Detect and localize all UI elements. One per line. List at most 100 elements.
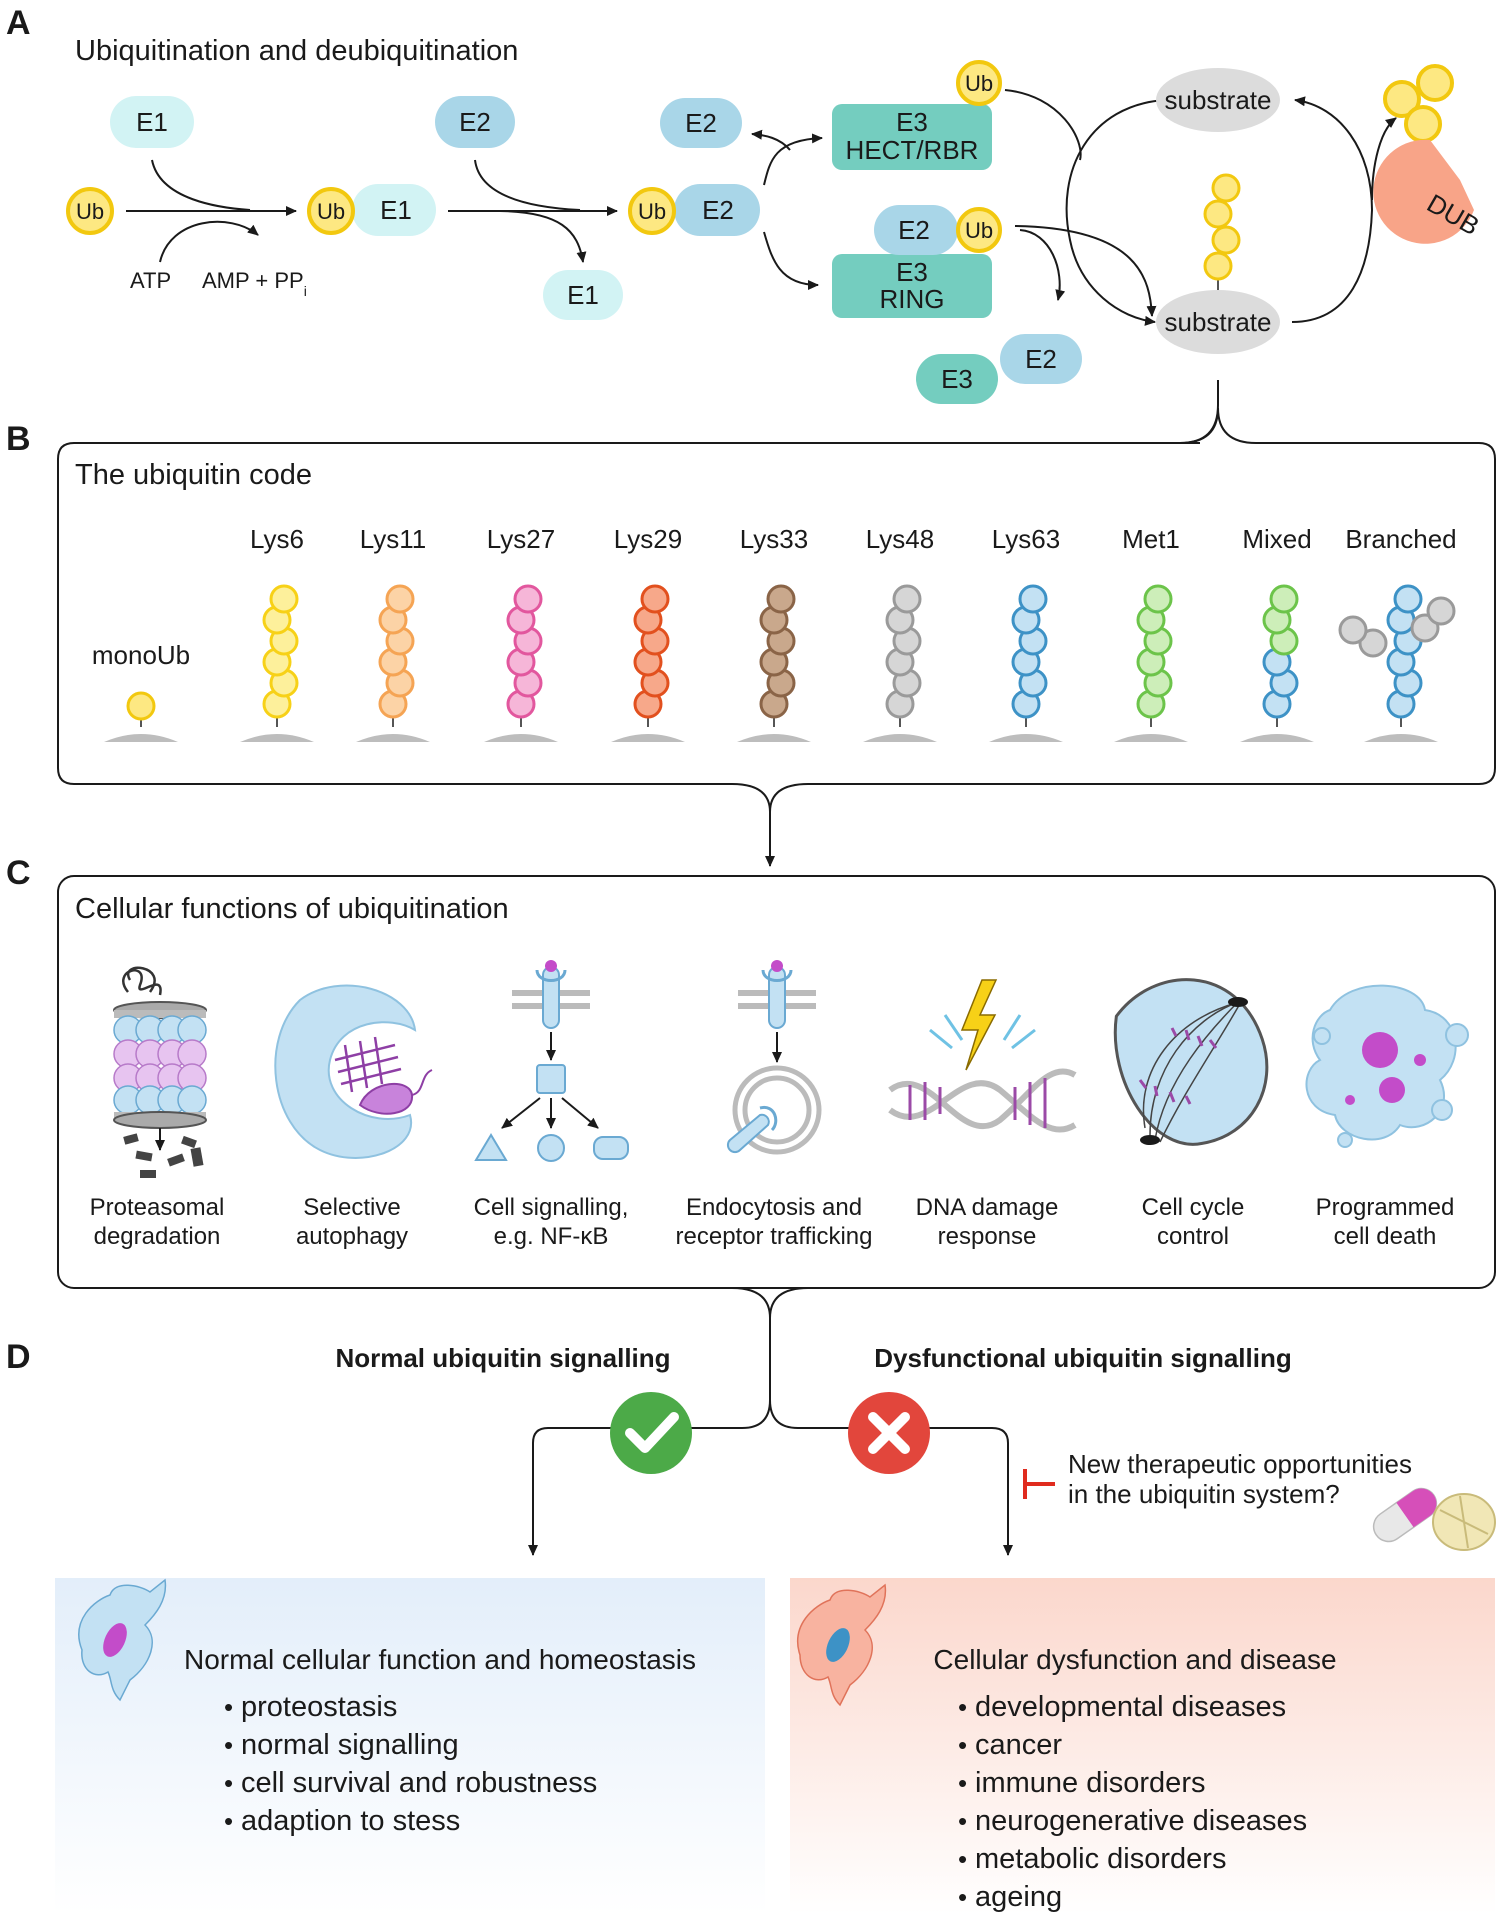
dysfunctional-signalling-title: Dysfunctional ubiquitin signalling [874,1343,1291,1373]
chain-label-0: Lys6 [250,524,304,554]
function-caption-0-line2: degradation [94,1223,221,1250]
list-item: cancer [975,1729,1062,1761]
svg-text:substrate: substrate [1165,307,1272,337]
ub-chain-8 [1240,584,1314,742]
panel-c-box [57,875,1496,1289]
bullet: • [958,1730,967,1760]
normal-signalling-title: Normal ubiquitin signalling [335,1343,670,1373]
normal-function-box [55,1578,765,1914]
ub-e1-complex: E1 Ub [307,184,436,236]
function-caption-4-line2: response [938,1223,1037,1250]
e3-ring-complex: E3 RING E2 Ub [832,205,1002,318]
ubiquitin-chains [240,584,1456,742]
list-item: adaption to stess [241,1805,460,1837]
ub-chain-1 [356,584,430,742]
chain-label-4: Lys33 [740,524,808,554]
check-icon [610,1392,692,1474]
panel-b-letter: B [6,420,31,458]
arrow-to-free-ub [1371,117,1397,201]
bullet: • [958,1692,967,1722]
svg-text:E1: E1 [380,195,412,225]
cell-death-icon [1305,984,1469,1148]
e2-enzyme-top: E2 [435,96,515,148]
ub-chain-7 [1114,584,1188,742]
panel-a-title: Ubiquitination and deubiquitination [75,35,518,67]
arrow-e2-release-top [751,129,791,151]
list-item: ageing [975,1881,1062,1913]
svg-text:E2: E2 [685,108,717,138]
ub-chain-6 [989,584,1063,742]
ub-chain-2 [484,584,558,742]
disease-items-list: •developmental diseases•cancer•immune di… [958,1691,1307,1913]
e3-e2-released: E2 E3 [916,334,1082,404]
function-caption-1-line2: autophagy [296,1223,408,1250]
function-caption-3-line2: receptor trafficking [676,1223,873,1250]
arrow-ring-to-substrate [1014,225,1157,317]
dna-damage-icon [888,979,1077,1133]
svg-text:E3: E3 [896,107,928,137]
bullet: • [958,1844,967,1874]
bullet: • [224,1806,233,1836]
pill-icon [1372,1487,1496,1551]
substrate-top: substrate [1156,68,1280,132]
arrow-e1-join [151,159,251,211]
atp-label: ATP [130,268,171,293]
svg-text:E2: E2 [702,195,734,225]
monoub-label: monoUb [92,640,190,670]
cell-signalling-icon [474,960,629,1162]
ub-chain-0 [240,584,314,742]
list-item: proteostasis [241,1691,397,1723]
arrow-e1-release [499,210,587,263]
list-item: neurogenerative diseases [975,1805,1307,1837]
e1-enzyme-top: E1 [110,96,194,148]
chain-label-1: Lys11 [360,524,427,554]
therapeutic-line1: New therapeutic opportunities [1068,1449,1412,1479]
proteasome-icon [113,966,207,1178]
list-item: immune disorders [975,1767,1205,1799]
svg-text:Ub: Ub [965,218,993,243]
svg-text:Ub: Ub [965,71,993,96]
function-caption-4-line1: DNA damage [916,1194,1059,1221]
function-caption-0-line1: Proteasomal [90,1194,225,1221]
svg-text:E3: E3 [941,364,973,394]
e3-hect-rbr: E3 HECT/RBR Ub [832,60,1002,170]
amp-ppi-label: AMP + PPi [202,268,307,299]
svg-text:Ub: Ub [638,199,666,224]
bullet: • [958,1768,967,1798]
chain-label-3: Lys29 [614,524,682,554]
arrow-atp-amp [159,221,259,263]
monoub-graphic [104,691,178,742]
bullet: • [224,1768,233,1798]
svg-text:substrate: substrate [1165,85,1272,115]
panel-c-title: Cellular functions of ubiquitination [75,893,509,925]
panel-c-letter: C [6,854,31,892]
arrow-e2-join [474,159,581,211]
panel-b-title: The ubiquitin code [75,459,312,491]
cycle-right-arc [1291,96,1374,323]
bullet: • [224,1692,233,1722]
svg-text:E3: E3 [896,257,928,287]
chain-label-8: Mixed [1242,524,1311,554]
svg-text:Ub: Ub [317,199,345,224]
panel-d-letter: D [6,1338,31,1376]
ub-chain-4 [737,584,811,742]
panel-b-box [57,407,1496,813]
free-ub-cluster [1383,64,1454,143]
arrow-to-ring [763,231,819,290]
svg-text:E2: E2 [898,215,930,245]
chain-label-6: Lys63 [992,524,1060,554]
ub-chain-5 [863,584,937,742]
chain-label-5: Lys48 [866,524,934,554]
function-caption-5-line1: Cell cycle [1142,1194,1245,1221]
ub-chain-9 [1338,584,1456,742]
svg-text:E1: E1 [567,280,599,310]
bullet: • [958,1882,967,1912]
inhibition-icon [1023,1469,1055,1499]
endocytosis-icon [726,960,822,1155]
e1-released: E1 [543,270,623,320]
e2-released-top: E2 [660,98,742,148]
arrow-hect-curve [1004,89,1082,161]
bullet: • [224,1730,233,1760]
function-caption-2-line2: e.g. NF-κB [494,1223,609,1250]
